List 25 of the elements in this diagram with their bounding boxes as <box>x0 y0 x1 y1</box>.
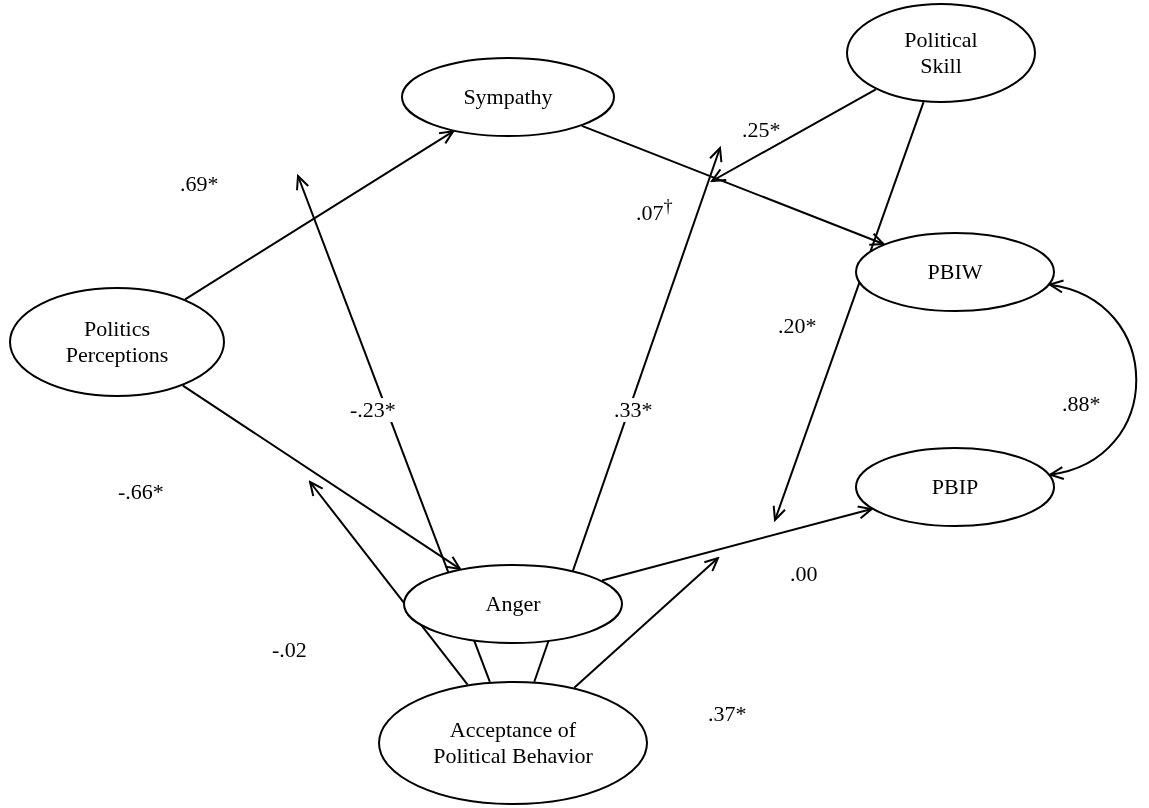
ellipse-node <box>846 3 1036 103</box>
ellipse-node <box>9 287 225 397</box>
arrow <box>184 130 455 301</box>
ellipse-node <box>855 447 1055 527</box>
ellipse-node <box>855 232 1055 312</box>
arrow <box>711 88 877 182</box>
node-label: Acceptance of Political Behavior <box>433 716 593 770</box>
arrow <box>580 124 885 246</box>
ellipse-node <box>403 564 623 644</box>
ellipse-node <box>401 57 615 137</box>
node-label: PBIP <box>930 473 980 501</box>
path-coefficient: -.23* <box>350 398 396 423</box>
node-label: PBIW <box>926 258 984 286</box>
arrow <box>600 505 873 582</box>
node-label: Politics Perceptions <box>64 315 170 369</box>
arrow <box>1048 281 1138 479</box>
path-coefficient: .33* <box>614 398 653 423</box>
arrow <box>309 481 469 686</box>
node-label: Anger <box>484 590 542 618</box>
node-label: Sympathy <box>462 83 554 111</box>
arrow <box>573 557 719 689</box>
node-label: Political Skill <box>903 26 979 80</box>
ellipse-node <box>378 681 648 805</box>
arrow <box>181 384 461 570</box>
arrow <box>772 101 925 521</box>
